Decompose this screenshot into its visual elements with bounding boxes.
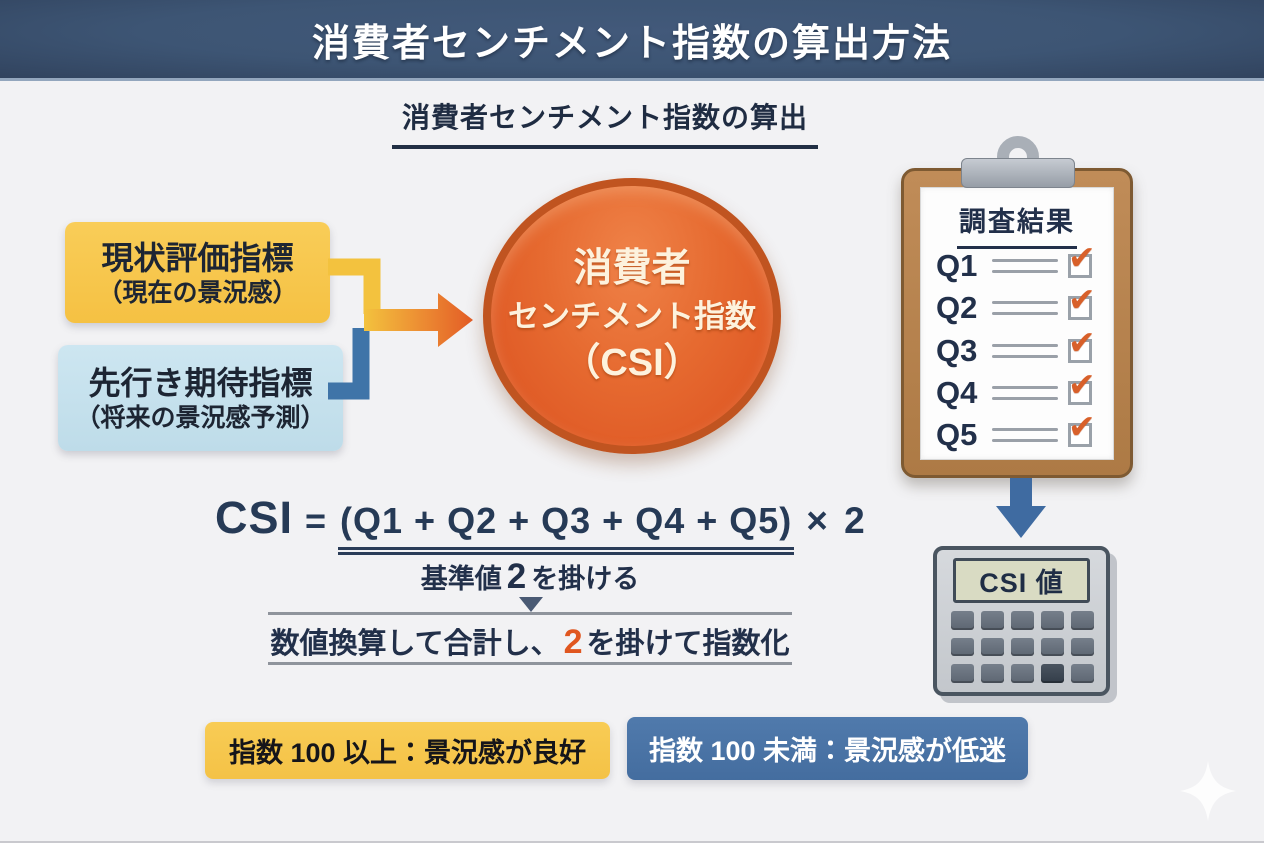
header-bar: 消費者センチメント指数の算出方法 <box>0 0 1264 81</box>
current-conditions-box: 現状評価指標 （現在の景況感） <box>65 222 330 323</box>
arrow-right-icon <box>364 293 473 347</box>
calculator-button <box>1041 637 1064 657</box>
note2-number: 2 <box>563 623 583 661</box>
csi-circle-line1: 消費者 <box>573 247 691 291</box>
calculator-display-text: CSI 値 <box>979 568 1064 598</box>
answer-line-placeholder <box>992 386 1058 400</box>
calculator-button <box>1011 637 1034 657</box>
q5-label: Q5 <box>936 417 978 452</box>
csi-circle: 消費者 センチメント指数 （CSI） <box>483 178 781 454</box>
calculator-button-dark <box>1041 664 1064 683</box>
note1-number: 2 <box>506 557 527 596</box>
q3-label: Q3 <box>936 333 978 368</box>
blue-connector-line <box>328 328 370 400</box>
checkbox-checked-icon: ✔ <box>1068 324 1096 363</box>
divider-line <box>268 612 792 615</box>
clipboard-clip-icon <box>961 158 1075 188</box>
survey-results-heading: 調査結果 <box>920 200 1114 249</box>
checkbox-checked-icon: ✔ <box>1068 281 1096 320</box>
triangle-down-icon <box>519 597 543 612</box>
clipboard-paper <box>920 187 1114 460</box>
checkbox-checked-icon: ✔ <box>1068 408 1096 447</box>
checkbox-checked-icon: ✔ <box>1068 239 1096 278</box>
calculator-button <box>1011 664 1034 683</box>
current-conditions-caption: （現在の景況感） <box>97 278 298 307</box>
calculator-button <box>1041 611 1064 630</box>
note2-pre: 数値換算して合計し、 <box>270 628 560 660</box>
answer-line-placeholder <box>992 344 1058 358</box>
csi-formula: CSI = (Q1 + Q2 + Q3 + Q4 + Q5) × 2 <box>215 492 868 555</box>
calculator-button <box>1011 611 1034 630</box>
calculator-button <box>1071 611 1094 630</box>
legend-bad-box: 指数 100 未満：景況感が低迷 <box>627 717 1028 780</box>
q1-label: Q1 <box>936 248 978 283</box>
sparkle-icon <box>1180 761 1236 821</box>
calculator-button <box>951 664 974 683</box>
calculator-keypad <box>951 611 1094 683</box>
subtitle-text: 消費者センチメント指数の算出 <box>391 96 818 149</box>
answer-line-placeholder <box>992 259 1058 273</box>
calculator-button <box>1071 637 1094 657</box>
note2-post: を掛けて指数化 <box>586 628 790 660</box>
question-row-q2: Q2 ✔ <box>936 281 1106 326</box>
calculator-button <box>951 611 974 630</box>
section-subtitle: 消費者センチメント指数の算出 <box>0 96 1210 149</box>
csi-circle-line3: （CSI） <box>562 341 702 384</box>
legend-bad-text: 指数 100 未満：景況感が低迷 <box>648 736 1007 766</box>
legend-good-text: 指数 100 以上：景況感が良好 <box>228 738 587 768</box>
formula-lhs: CSI <box>215 492 294 543</box>
answer-line-placeholder <box>992 428 1058 442</box>
formula-multiplier: × 2 <box>806 500 868 541</box>
question-row-q4: Q4 ✔ <box>936 366 1106 411</box>
arrow-down-icon <box>996 478 1046 538</box>
q4-label: Q4 <box>936 375 978 410</box>
question-row-q5: Q5 ✔ <box>936 408 1106 453</box>
checkbox-checked-icon: ✔ <box>1068 366 1096 405</box>
answer-line-placeholder <box>992 301 1058 315</box>
future-expectations-title: 先行き期待指標 <box>88 365 313 401</box>
survey-results-text: 調査結果 <box>957 200 1077 249</box>
calculator-button <box>981 611 1004 630</box>
calculator-button <box>1071 664 1094 683</box>
formula-sum-underlined: (Q1 + Q2 + Q3 + Q4 + Q5) <box>338 500 795 555</box>
formula-equals: = <box>305 500 327 541</box>
future-expectations-box: 先行き期待指標 （将来の景況感予測） <box>58 345 343 451</box>
calculator-display: CSI 値 <box>953 558 1090 603</box>
note1-pre: 基準値 <box>420 564 502 594</box>
yellow-connector-line <box>328 258 381 314</box>
calculator-button <box>981 664 1004 683</box>
note1-post: を掛ける <box>531 564 640 594</box>
question-row-q1: Q1 ✔ <box>936 239 1106 284</box>
current-conditions-title: 現状評価指標 <box>101 239 294 276</box>
question-row-q3: Q3 ✔ <box>936 324 1106 369</box>
calculator-button <box>951 637 974 657</box>
page-title: 消費者センチメント指数の算出方法 <box>311 22 952 65</box>
csi-circle-line2: センチメント指数 <box>508 298 756 334</box>
future-expectations-caption: （将来の景況感予測） <box>75 404 326 432</box>
calculator-button <box>981 637 1004 657</box>
q2-label: Q2 <box>936 290 978 325</box>
legend-good-box: 指数 100 以上：景況感が良好 <box>205 722 610 779</box>
divider-line <box>268 662 792 665</box>
